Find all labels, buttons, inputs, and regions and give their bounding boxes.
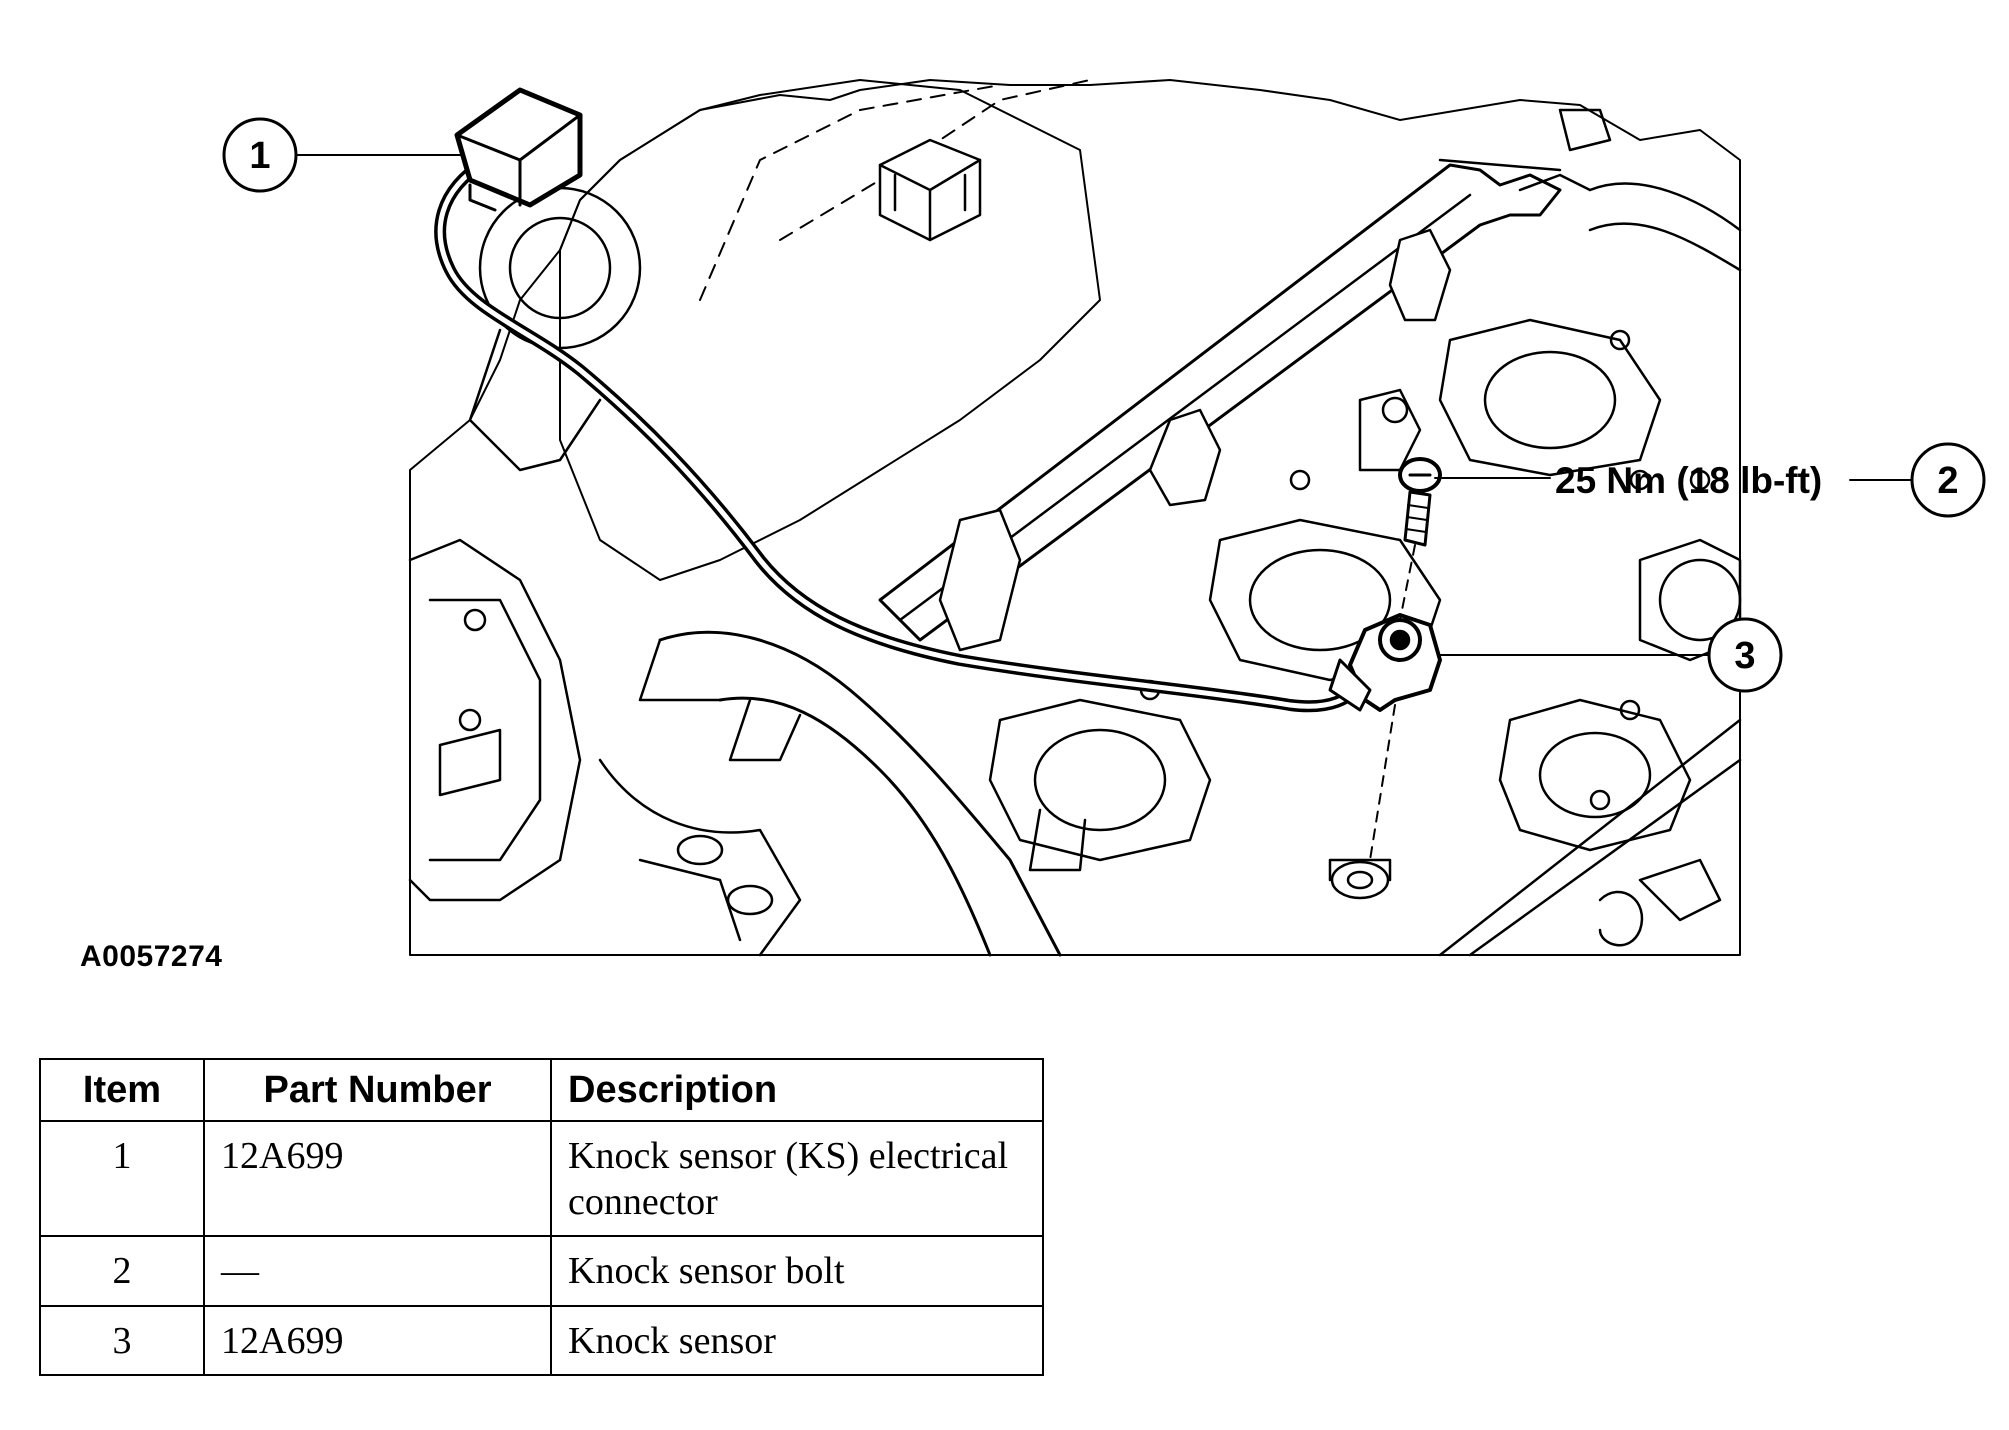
header-description: Description — [550, 1058, 1044, 1122]
callout-2-number: 2 — [1937, 460, 1958, 502]
callout-1: 1 — [222, 117, 298, 193]
callout-1-number: 1 — [249, 135, 270, 177]
row-description: Knock sensor — [550, 1304, 1044, 1377]
ks-connector-shape — [454, 87, 583, 212]
engine-illustration: 1 25 Nm (18 lb-ft) 2 3 — [222, 79, 1986, 957]
mating-connector-shape — [878, 138, 982, 242]
ks-bolt-shape — [1398, 457, 1442, 547]
torque-spec: 25 Nm (18 lb-ft) — [1555, 460, 1822, 501]
injector-shapes — [938, 228, 1452, 652]
table-row: 2 — Knock sensor bolt — [39, 1235, 1044, 1307]
header-item: Item — [39, 1058, 205, 1122]
table-header-row: Item Part Number Description — [39, 1058, 1044, 1122]
row-item: 1 — [39, 1119, 205, 1238]
table-row: 3 12A699 Knock sensor — [39, 1304, 1044, 1377]
row-part-number: — — [203, 1235, 552, 1307]
intake-ports — [988, 318, 1742, 862]
callout-3-number: 3 — [1734, 635, 1755, 677]
header-part-number: Part Number — [203, 1058, 552, 1122]
callout-2: 25 Nm (18 lb-ft) 2 — [1555, 442, 1986, 518]
intake-plenum — [559, 79, 1101, 581]
row-description: Knock sensor (KS) electrical connector — [550, 1119, 1044, 1238]
knock-sensor-shape — [1328, 613, 1442, 712]
table-row: 1 12A699 Knock sensor (KS) electrical co… — [39, 1119, 1044, 1238]
row-description: Knock sensor bolt — [550, 1235, 1044, 1307]
row-part-number: 12A699 — [203, 1119, 552, 1238]
parts-table: Item Part Number Description 1 12A699 Kn… — [39, 1058, 1044, 1377]
row-item: 2 — [39, 1235, 205, 1307]
coolant-hose-shape — [638, 630, 1087, 957]
figure-id: A0057274 — [80, 940, 223, 973]
callout-3: 3 — [1707, 617, 1783, 693]
row-item: 3 — [39, 1304, 205, 1377]
engine-block-outline — [409, 79, 1741, 956]
row-part-number: 12A699 — [203, 1304, 552, 1377]
